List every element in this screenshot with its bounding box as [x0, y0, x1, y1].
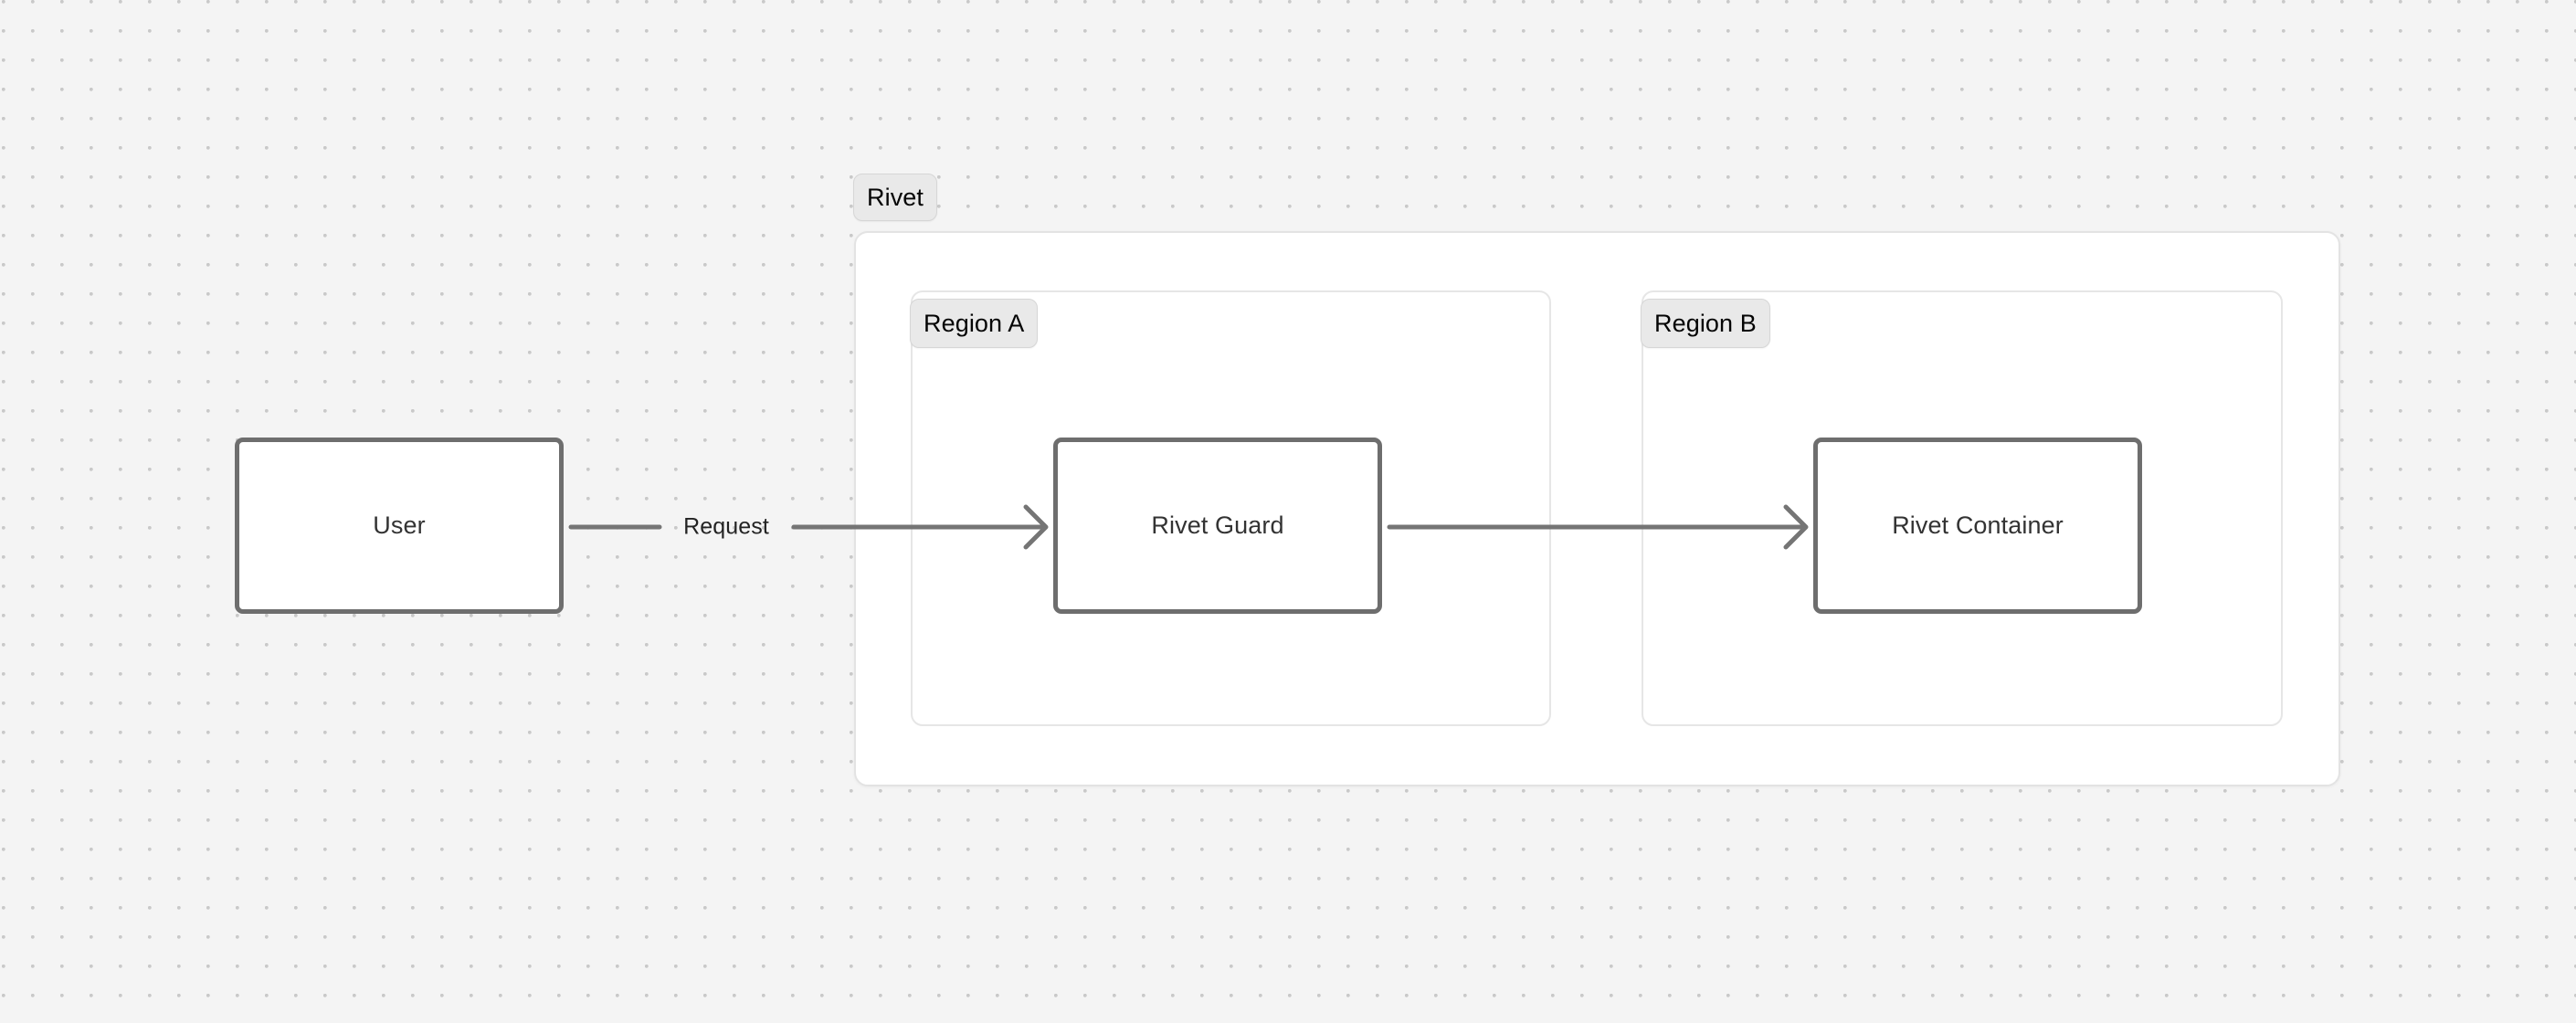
edge-label-request: Request — [683, 513, 769, 540]
group-label-region-b-text: Region B — [1654, 309, 1757, 337]
node-user[interactable]: User — [235, 438, 564, 614]
group-label-region-a: Region A — [910, 299, 1039, 348]
node-rivet-guard[interactable]: Rivet Guard — [1053, 438, 1382, 614]
group-label-region-b: Region B — [1641, 299, 1770, 348]
group-label-rivet: Rivet — [853, 174, 938, 221]
node-user-label: User — [373, 512, 426, 539]
group-label-region-a-text: Region A — [924, 309, 1025, 337]
group-label-rivet-text: Rivet — [867, 183, 924, 211]
node-rivet-guard-label: Rivet Guard — [1151, 512, 1284, 539]
node-rivet-container-label: Rivet Container — [1892, 512, 2064, 539]
node-rivet-container[interactable]: Rivet Container — [1813, 438, 2142, 614]
